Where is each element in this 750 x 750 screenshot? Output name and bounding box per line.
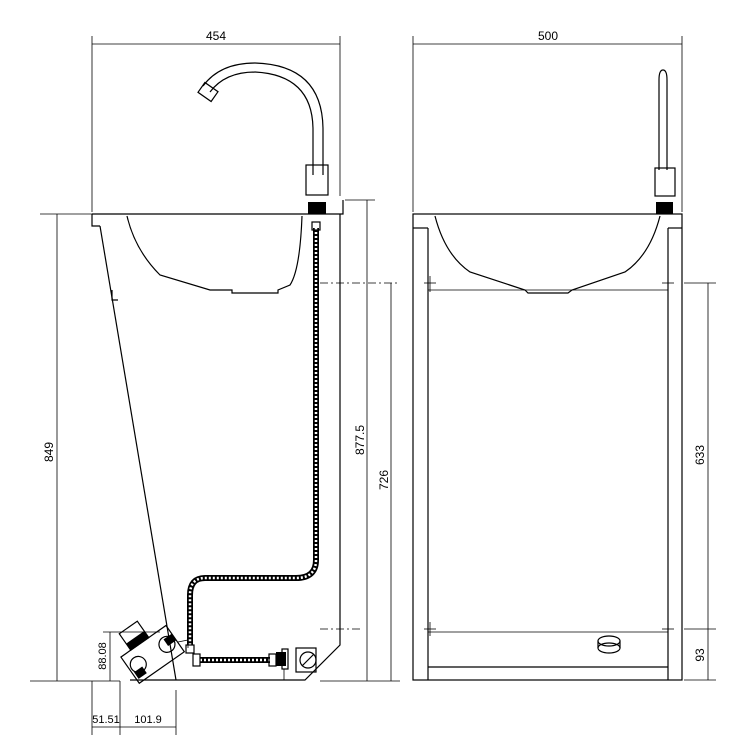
side-height-label: 849 [42, 442, 56, 462]
inner-height-label: 633 [693, 445, 707, 465]
counter-height-label: 877.5 [353, 425, 367, 455]
dimension-cabinet-height: 726 [320, 282, 398, 681]
faucet-nut [305, 164, 329, 196]
cabinet-slant-front [99, 225, 177, 681]
side-view: 454 [30, 29, 400, 735]
stop-valve-icon [276, 647, 317, 680]
dimension-counter-height: 877.5 [345, 199, 375, 681]
thermostatic-mixer-icon [118, 620, 186, 685]
dimension-valve-height: 88.08 [97, 631, 160, 681]
drain-knob-icon [597, 635, 621, 654]
bracket [111, 290, 118, 301]
front-cabinet-outline [412, 213, 683, 681]
front-sink-bowl [434, 215, 661, 294]
offset-a-label: 51.51 [92, 714, 120, 726]
dimension-front-width: 500 [412, 29, 683, 212]
side-faucet [202, 62, 324, 175]
faucet-nozzle [197, 81, 219, 103]
faucet-base [308, 202, 326, 214]
side-width-label: 454 [206, 29, 226, 43]
front-faucet [658, 69, 668, 170]
offset-b-label: 101.9 [134, 714, 162, 726]
flex-hose-vertical [187, 228, 319, 645]
dimension-bottom-offsets: 51.51 101.9 [91, 681, 177, 735]
dimension-side-width: 454 [91, 29, 341, 212]
side-countertop [91, 200, 344, 227]
cabinet-height-label: 726 [377, 470, 391, 490]
front-width-label: 500 [538, 29, 558, 43]
dimension-front-heights: 633 93 [684, 282, 716, 681]
dimension-side-height: 849 [30, 213, 120, 682]
front-faucet-nut [654, 167, 676, 197]
base-height-label: 93 [693, 648, 707, 662]
side-sink-bowl [126, 215, 303, 294]
front-view: 500 633 [412, 29, 716, 681]
valve-height-label: 88.08 [97, 642, 109, 670]
cabinet-back [130, 214, 341, 681]
